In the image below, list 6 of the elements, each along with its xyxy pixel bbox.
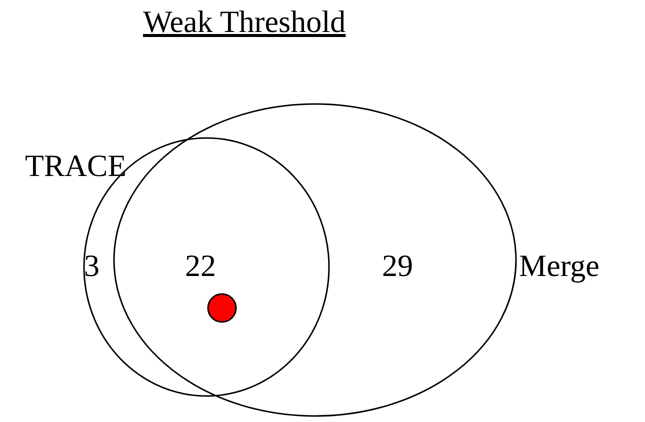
- count-label: 29: [382, 250, 413, 281]
- set-label: Merge: [519, 250, 600, 281]
- count-label: 22: [185, 250, 216, 281]
- diagram-title: Weak Threshold: [143, 6, 346, 37]
- count-label: 3: [84, 250, 100, 281]
- set-label: TRACE: [25, 150, 127, 181]
